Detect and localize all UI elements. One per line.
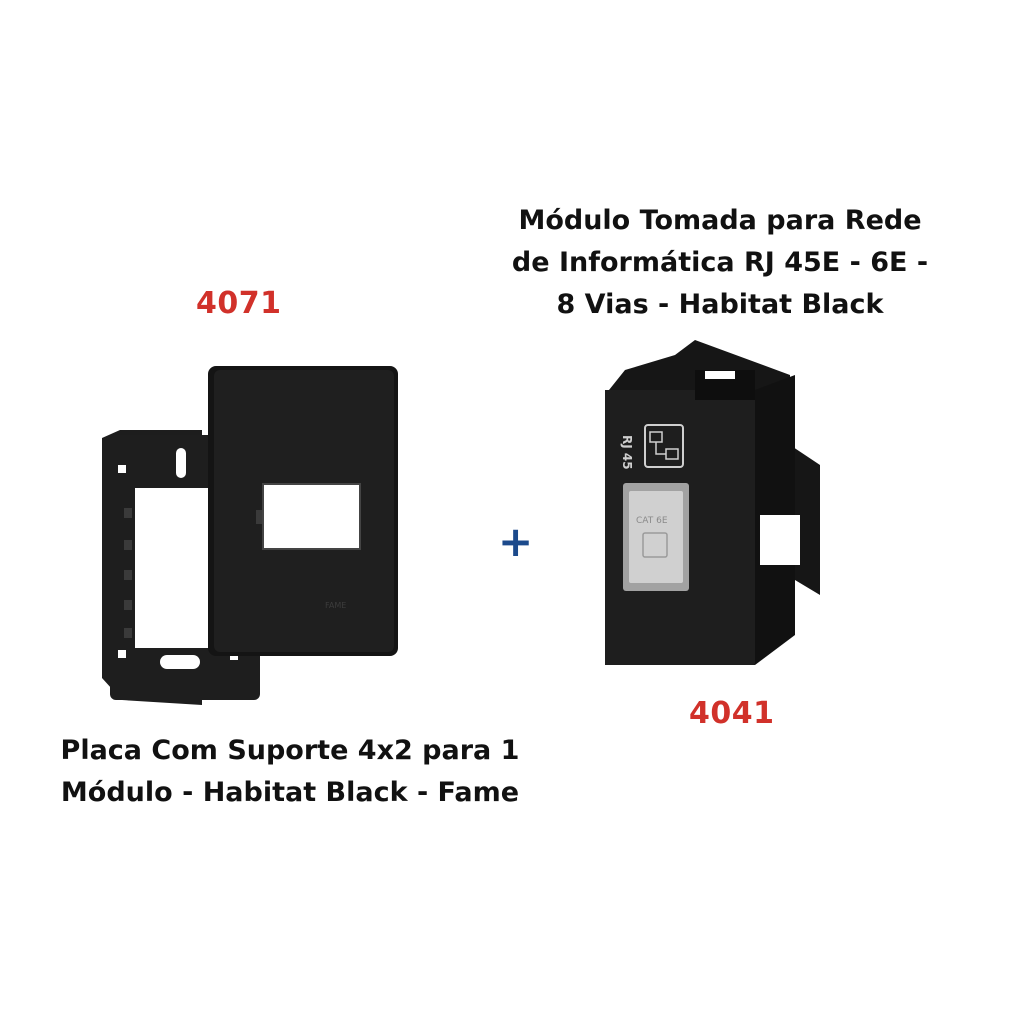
rj45-icon [644, 424, 684, 468]
front-cover-plate: FAME [208, 366, 398, 656]
module-title: Módulo Tomada para Rede de Informática R… [490, 200, 950, 326]
transparent-door: CAT 6E [623, 483, 689, 591]
plus-sign: + [498, 517, 534, 566]
module-product-code: 4041 [689, 696, 775, 731]
plate-title-line-2: Módulo - Habitat Black - Fame [60, 777, 520, 808]
plate-title: Placa Com Suporte 4x2 para 1 Módulo - Ha… [40, 730, 540, 814]
cat-label: CAT 6E [636, 516, 668, 526]
plate-brand-mark: FAME [325, 601, 346, 610]
module-title-line-2: de Informática RJ 45E - 6E - [511, 247, 929, 278]
rj45-side-label: RJ 45 [620, 435, 634, 470]
plate-with-support-image: FAME [102, 366, 398, 705]
module-title-line-3: 8 Vias - Habitat Black [556, 289, 884, 320]
rj45-module-image: RJ 45 CAT 6E [605, 340, 820, 665]
plate-title-line-1: Placa Com Suporte 4x2 para 1 [60, 735, 520, 766]
plate-product-code: 4071 [196, 286, 282, 321]
module-title-line-1: Módulo Tomada para Rede [518, 205, 922, 236]
